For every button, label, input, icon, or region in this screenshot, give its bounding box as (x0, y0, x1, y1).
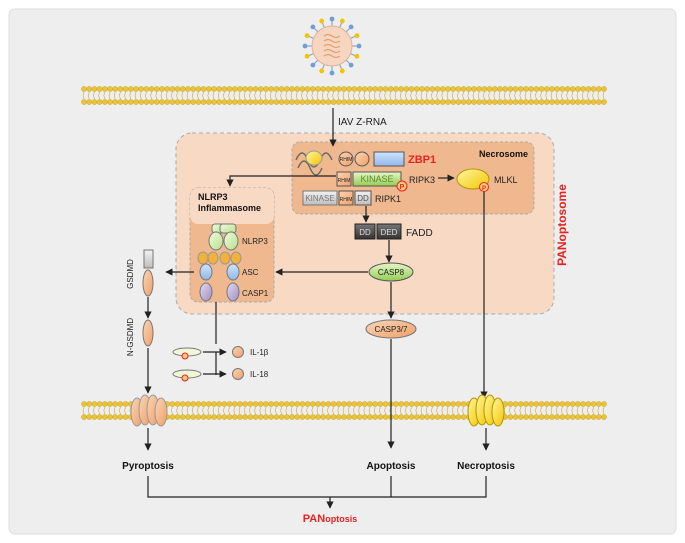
ripk3-rhim-label: RHIM (338, 178, 351, 184)
z-rna-helix (295, 152, 333, 176)
zrna-label: IAV Z-RNA (338, 117, 387, 128)
asc-component (197, 251, 242, 281)
cell-membrane-top (81, 86, 607, 105)
n-gsdmd-node (142, 319, 154, 347)
zbp1-za-domain (305, 150, 323, 166)
zbp1-rhim-circle-1 (338, 151, 354, 167)
casp37-label: CASP3/7 (375, 325, 408, 334)
virus-icon (302, 16, 362, 76)
ripk3-kinase (352, 171, 402, 187)
pro-il1b-icon (172, 347, 202, 360)
panoptosome-label: PANoptosome (555, 184, 569, 266)
mlkl-pore-icon (467, 394, 505, 427)
ripk1-label: RIPK1 (375, 194, 401, 204)
inflammasome-title-1: NLRP3 (198, 192, 228, 202)
fadd-ded (376, 223, 402, 240)
ripk1-kinase-label: KINASE (305, 194, 334, 203)
fadd-label: FADD (406, 228, 433, 239)
inflammasome-header (190, 188, 274, 224)
ripk3-phospho-icon (396, 180, 408, 192)
casp8-node (368, 262, 414, 282)
zbp1-domain (373, 151, 405, 167)
zbp1-label: ZBP1 (408, 154, 436, 166)
casp1-component (199, 282, 240, 302)
gsdmd-c-term (143, 249, 154, 269)
necroptosis-label: Necroptosis (457, 461, 515, 472)
n-gsdmd-label: N-GSDMD (126, 318, 135, 356)
ripk1-rhim-label: RHIM (340, 197, 353, 203)
ripk3-rhim (336, 171, 352, 187)
gsdmd-pore-icon (130, 394, 168, 427)
gsdmd-n-term (142, 269, 154, 297)
inflammasome-title-2: Inflammasome (198, 203, 261, 213)
convergence-bracket (147, 476, 487, 498)
ripk3-phospho-label: P (400, 184, 405, 191)
il18-label: IL-18 (250, 370, 269, 379)
necrosome-label: Necrosome (479, 149, 528, 159)
pyroptosis-label: Pyroptosis (122, 461, 174, 472)
fadd-dd-label: DD (359, 228, 371, 237)
il1b-node (232, 346, 244, 358)
zbp1-rhim-label: RHIM (340, 157, 353, 163)
fadd-dd (354, 223, 376, 240)
mlkl-phospho-label: P (482, 186, 486, 192)
nlrp3-component (208, 223, 239, 251)
fadd-ded-label: DED (381, 228, 398, 237)
ripk1-dd-label: DD (357, 194, 369, 203)
gsdmd-label: GSDMD (126, 259, 135, 289)
apoptosis-label: Apoptosis (367, 461, 416, 472)
zbp1-rhim-circle-2 (354, 151, 370, 167)
ripk3-kinase-label: KINASE (360, 174, 393, 184)
casp1-label: CASP1 (242, 289, 269, 298)
asc-label: ASC (242, 268, 259, 277)
casp37-node (365, 319, 417, 339)
ripk1-rhim (338, 190, 354, 206)
zbp1-nlrp3-arrow (226, 175, 336, 187)
ripk3-label: RIPK3 (409, 175, 435, 185)
il18-node (232, 368, 244, 380)
ripk1-kinase (302, 190, 338, 206)
casp8-label: CASP8 (378, 268, 405, 277)
panoptosis-label: PANoptosis (303, 513, 357, 525)
mlkl-phospho-icon (479, 182, 489, 192)
nlrp3-label: NLRP3 (242, 237, 268, 246)
pro-il18-icon (172, 369, 202, 382)
il1b-label: IL-1β (250, 348, 269, 357)
mlkl-label: MLKL (494, 175, 518, 185)
ripk1-dd (354, 190, 372, 206)
